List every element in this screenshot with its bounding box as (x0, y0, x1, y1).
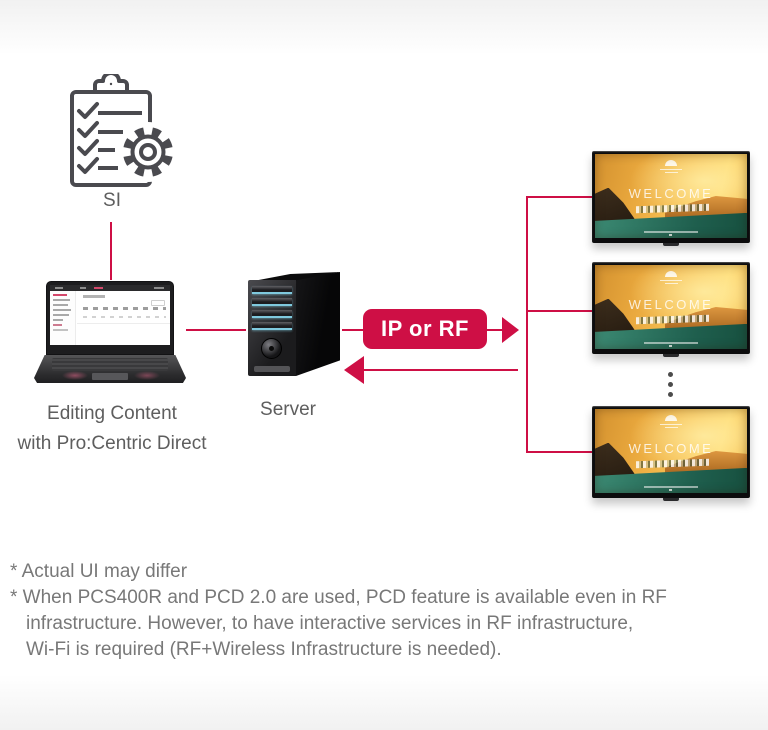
footnote-2-line1: * When PCS400R and PCD 2.0 are used, PCD… (10, 587, 667, 608)
clipboard-checklist-icon (70, 74, 178, 187)
server-icon (246, 268, 344, 380)
tv-menu-bar (643, 230, 699, 233)
tv-menu-bar (643, 341, 699, 344)
ip-or-rf-badge: IP or RF (363, 309, 487, 349)
editing-content-label-line1: Editing Content (47, 403, 177, 424)
bottom-fade-band (0, 675, 768, 730)
editing-content-label: Editing Content with Pro:Centric Direct (0, 399, 224, 459)
connector-laptop-to-server (186, 329, 246, 331)
editing-content-label-line2: with Pro:Centric Direct (17, 433, 207, 454)
hotel-logo-icon (665, 270, 677, 277)
pcd-ui-content (77, 291, 170, 345)
arrow-left-icon (344, 356, 364, 384)
footnote-2-line3: Wi-Fi is required (RF+Wireless Infrastru… (26, 639, 502, 660)
server-label: Server (260, 399, 316, 420)
connector-branch-tv3 (526, 451, 593, 453)
si-label: SI (103, 190, 121, 211)
footnote-2-line2: infrastructure. However, to have interac… (26, 613, 634, 634)
tv-menu-bar (643, 485, 699, 488)
server-power-knob (261, 338, 282, 359)
tv-welcome-text: WELCOME (628, 185, 714, 201)
connector-si-to-laptop (110, 222, 112, 280)
connector-displays-to-server (364, 369, 518, 371)
ellipsis-dots (666, 372, 674, 402)
tv-welcome-screen: WELCOME (595, 409, 747, 493)
hotel-logo-icon (665, 414, 677, 421)
connector-branch-tv2 (526, 310, 593, 312)
footnote-1: * Actual UI may differ (10, 561, 188, 582)
tv-display-2: WELCOME (592, 262, 750, 357)
laptop-image (46, 281, 174, 355)
connector-branch-tv1 (526, 196, 593, 198)
arrow-right-icon (502, 317, 519, 343)
pcd-ui-sidebar (50, 291, 76, 345)
tv-welcome-text: WELCOME (628, 440, 714, 456)
tv-welcome-screen: WELCOME (595, 154, 747, 238)
server-bottom-slot (254, 366, 290, 372)
pcd-ui-topbar (50, 285, 170, 291)
tv-display-3: WELCOME (592, 406, 750, 501)
top-fade-band (0, 0, 768, 55)
hotel-logo-icon (665, 159, 677, 166)
server-top-face (248, 272, 340, 282)
gear-icon (118, 122, 178, 182)
tv-welcome-text: WELCOME (628, 296, 714, 312)
laptop-keyboard-base (34, 355, 186, 383)
footnotes: * Actual UI may differ * When PCS400R an… (10, 559, 740, 663)
connector-trunk (526, 196, 528, 453)
server-side-face (296, 272, 340, 376)
tv-welcome-screen: WELCOME (595, 265, 747, 349)
server-front-face (248, 280, 296, 376)
pcd-editor-ui (50, 285, 170, 345)
tv-display-1: WELCOME (592, 151, 750, 246)
